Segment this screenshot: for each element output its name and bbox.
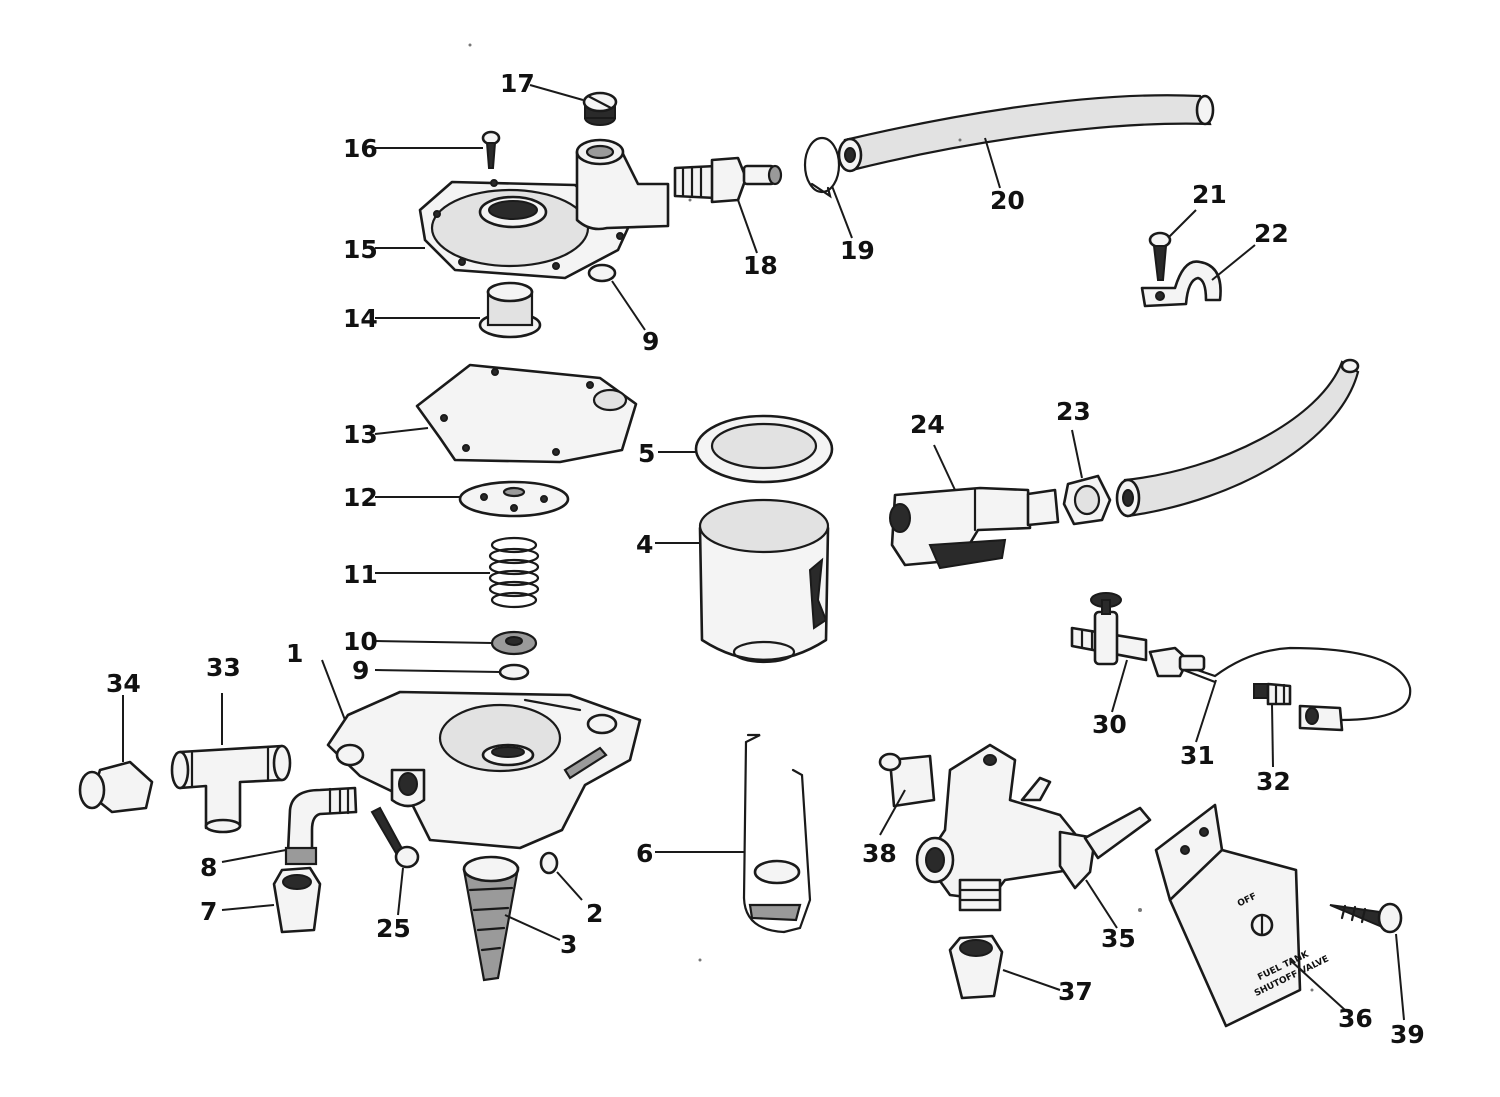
callout-18: 18 [743, 251, 778, 280]
callout-38: 38 [862, 839, 897, 868]
callout-14: 14 [343, 304, 378, 333]
part-34-cap-nut [78, 760, 154, 814]
part-16-screw [481, 130, 501, 169]
part-35-shutoff-cock [915, 743, 1152, 912]
callout-31: 31 [1180, 741, 1215, 770]
part-6-wire-bail [742, 733, 812, 934]
callout-30: 30 [1092, 710, 1127, 739]
part-18-hose-fitting [673, 156, 783, 204]
callout-22: 22 [1254, 219, 1289, 248]
leader-lines [122, 84, 1405, 1021]
callout-36: 36 [1338, 1004, 1373, 1033]
callout-35: 35 [1101, 924, 1136, 953]
callout-13: 13 [343, 420, 378, 449]
part-7-flare-nut [272, 866, 322, 934]
callout-11: 11 [343, 560, 378, 589]
callout-34: 34 [106, 669, 141, 698]
part-2-ball [539, 851, 559, 875]
callout-10: 10 [343, 627, 378, 656]
part-9-lower-o-ring [498, 663, 530, 681]
part-20-fuel-hose-upper [837, 94, 1215, 173]
part-fuel-hose-lower [1115, 358, 1360, 518]
part-33-tee-fitting [170, 744, 292, 834]
callout-39: 39 [1390, 1020, 1425, 1049]
part-8-elbow-fitting [284, 786, 358, 866]
part-36-mounting-bracket: OFF FUEL TANK SHUTOFF VALVE [1154, 803, 1331, 1028]
part-19-hose-clamp [803, 136, 841, 199]
callout-2: 2 [586, 899, 603, 928]
part-21-screw [1148, 231, 1172, 281]
part-14-valve-cup [478, 281, 542, 339]
callout-37: 37 [1058, 977, 1093, 1006]
callout-24: 24 [910, 410, 945, 439]
part-38-sleeve [878, 752, 936, 808]
part-30-needle-valve [1070, 592, 1148, 666]
callout-32: 32 [1256, 767, 1291, 796]
part-31-tube-line [1148, 646, 1412, 732]
callout-33: 33 [206, 653, 241, 682]
callout-16: 16 [343, 134, 378, 163]
part-10-retainer [490, 630, 538, 656]
callout-12: 12 [343, 483, 378, 512]
part-22-hose-clip [1140, 260, 1222, 308]
callout-4: 4 [636, 530, 653, 559]
part-11-spring [488, 536, 540, 609]
callout-19: 19 [840, 236, 875, 265]
callout-6: 6 [636, 839, 653, 868]
callout-1: 1 [286, 639, 303, 668]
part-4-glass-bowl [698, 498, 830, 664]
part-25-screw [370, 806, 420, 869]
paper-specks [468, 43, 1314, 992]
part-3-filter-screen [462, 855, 520, 982]
callout-17: 17 [500, 69, 535, 98]
part-1-pump-body [326, 690, 642, 850]
callout-9-lower: 9 [352, 656, 369, 685]
part-15-pump-cover [418, 138, 670, 280]
callout-9-upper: 9 [642, 327, 659, 356]
part-17-slotted-plug [582, 91, 618, 126]
part-5-sealing-ring [694, 414, 834, 484]
callout-8: 8 [200, 853, 217, 882]
part-13-gasket [415, 363, 638, 464]
callout-3: 3 [560, 930, 577, 959]
part-12-valve-plate [458, 480, 570, 518]
callout-7: 7 [200, 897, 217, 926]
part-39-wood-screw [1329, 902, 1403, 934]
part-24-shutoff-valve [889, 486, 1060, 570]
callout-21: 21 [1192, 180, 1227, 209]
callout-23: 23 [1056, 397, 1091, 426]
callout-5: 5 [638, 439, 655, 468]
part-32-fitting [1253, 682, 1292, 706]
callout-15: 15 [343, 235, 378, 264]
part-9-upper-o-ring [587, 263, 617, 283]
callout-numbers: 1 2 3 4 5 6 7 8 9 9 10 11 12 13 14 15 16… [106, 69, 1425, 1049]
callout-20: 20 [990, 186, 1025, 215]
part-37-nut [948, 934, 1004, 1000]
part-23-nut [1062, 474, 1112, 526]
callout-25: 25 [376, 914, 411, 943]
